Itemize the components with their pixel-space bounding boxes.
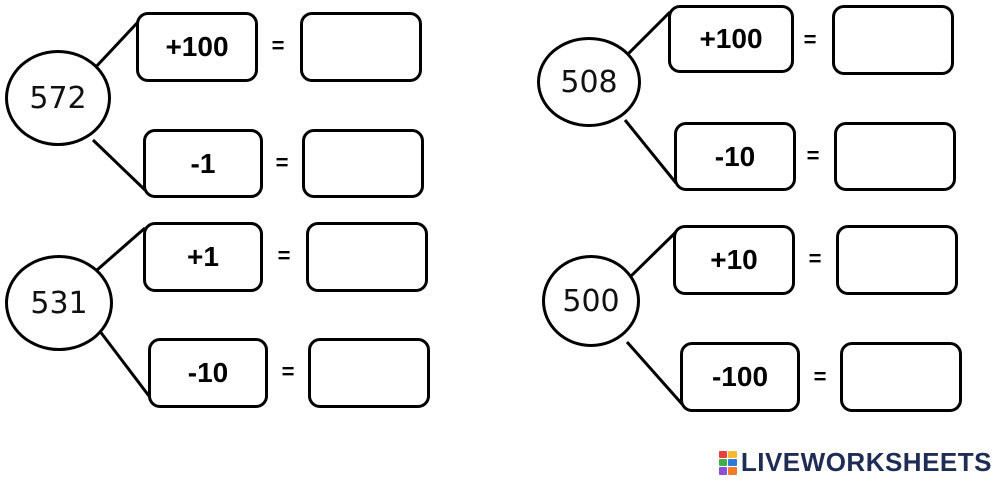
start-number-circle: 531 <box>5 255 113 351</box>
operation-label: +1 <box>187 241 219 272</box>
equals-sign: = <box>806 143 820 168</box>
equals-sign: = <box>275 150 289 175</box>
liveworksheets-logo-icon <box>718 450 737 475</box>
equals-sign: = <box>271 33 285 58</box>
answer-box[interactable] <box>300 12 422 82</box>
logo-tile <box>718 467 728 475</box>
operation-label: -10 <box>714 140 756 172</box>
logo-tile <box>718 450 728 458</box>
operation-box: -10 <box>674 122 796 191</box>
start-number-circle: 500 <box>542 255 640 347</box>
answer-box[interactable] <box>840 342 962 412</box>
operation-label: +100 <box>699 23 763 54</box>
answer-box[interactable] <box>832 5 954 75</box>
operation-label: +10 <box>710 244 758 275</box>
operation-label: -10 <box>187 357 229 388</box>
operation-box: +1 <box>143 222 263 292</box>
operation-box: -100 <box>680 342 800 412</box>
brand-name: LIVEWORKSHEETS <box>740 447 992 477</box>
start-number: 508 <box>560 64 618 100</box>
answer-box[interactable] <box>836 225 958 295</box>
operation-label: -100 <box>711 361 769 392</box>
operation-box: +100 <box>136 12 258 82</box>
operation-label: +100 <box>165 31 229 62</box>
logo-tile <box>718 458 728 467</box>
start-number: 572 <box>29 80 87 116</box>
logo-tile <box>728 450 737 458</box>
answer-box[interactable] <box>308 338 430 408</box>
liveworksheets-brand[interactable]: LIVEWORKSHEETS <box>718 447 992 478</box>
answer-box[interactable] <box>302 129 424 198</box>
operation-box: -1 <box>143 129 263 198</box>
operation-box: +100 <box>668 5 794 73</box>
start-number: 500 <box>562 283 620 319</box>
start-number: 531 <box>30 285 88 321</box>
operation-box: +10 <box>673 225 795 295</box>
logo-tile <box>728 458 737 467</box>
start-number-circle: 572 <box>5 50 111 146</box>
equals-sign: = <box>808 246 822 271</box>
equals-sign: = <box>277 243 291 268</box>
equals-sign: = <box>803 27 817 52</box>
answer-box[interactable] <box>306 222 428 292</box>
operation-label: -1 <box>190 147 216 179</box>
start-number-circle: 508 <box>537 37 641 127</box>
logo-tile <box>728 467 737 475</box>
equals-sign: = <box>281 359 295 384</box>
answer-box[interactable] <box>834 122 956 191</box>
operation-box: -10 <box>148 338 268 408</box>
equals-sign: = <box>813 364 827 389</box>
